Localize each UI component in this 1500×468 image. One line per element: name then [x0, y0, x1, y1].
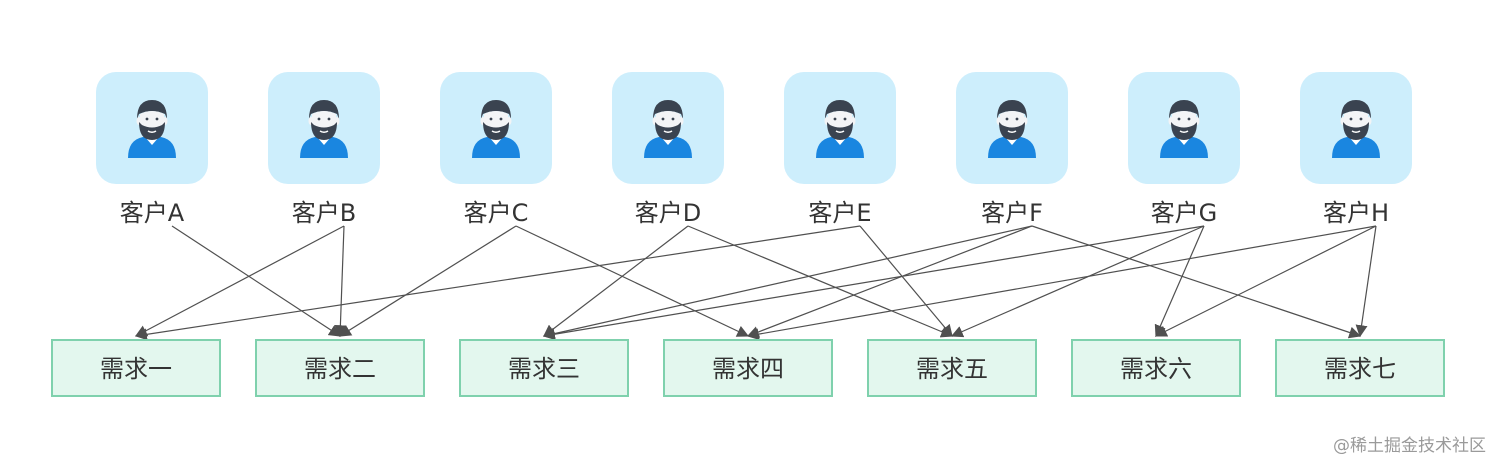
edge-h-6 [1154, 225, 1377, 337]
customer-label: 客户D [635, 199, 701, 227]
edge-a-2 [171, 225, 342, 337]
edge-g-5 [950, 225, 1205, 338]
person-avatar-icon [1160, 100, 1208, 158]
person-avatar-icon [300, 100, 348, 158]
requirement-box [255, 339, 425, 397]
requirements-layer: 需求一 需求二 需求三 需求四 需求五 需求六 需求七 [51, 339, 1445, 397]
edge-f-7 [1031, 225, 1362, 339]
person-avatar-icon [472, 100, 520, 158]
edge-b-2 [334, 225, 347, 338]
edge-c-2 [338, 225, 517, 337]
requirement-5: 需求五 [867, 339, 1037, 397]
customer-f: 客户F [956, 72, 1068, 227]
edge-d-5 [687, 225, 954, 338]
requirement-box [1071, 339, 1241, 397]
customer-d: 客户D [612, 72, 724, 227]
person-avatar-icon [988, 100, 1036, 158]
requirement-3: 需求三 [459, 339, 629, 397]
requirement-1: 需求一 [51, 339, 221, 397]
edge-f-4 [746, 225, 1033, 338]
requirement-box [51, 339, 221, 397]
requirement-4: 需求四 [663, 339, 833, 397]
customers-layer: 客户A 客户B 客户C 客户D 客户E 客户F 客户G 客户H [96, 72, 1412, 227]
customer-a: 客户A [96, 72, 208, 227]
edge-g-3 [542, 225, 1205, 341]
customer-g: 客户G [1128, 72, 1240, 227]
edge-e-5 [859, 225, 953, 337]
person-avatar-icon [1332, 100, 1380, 158]
customer-label: 客户E [808, 199, 871, 227]
customer-label: 客户C [464, 199, 529, 227]
customer-label: 客户H [1323, 199, 1389, 227]
requirement-label: 需求三 [508, 355, 580, 383]
requirement-label: 需求四 [712, 355, 784, 383]
edge-f-3 [542, 225, 1033, 340]
edge-h-4 [746, 225, 1377, 341]
requirement-7: 需求七 [1275, 339, 1445, 397]
edge-h-7 [1355, 225, 1377, 338]
customer-e: 客户E [784, 72, 896, 227]
customer-b: 客户B [268, 72, 380, 227]
requirement-label: 需求五 [916, 355, 988, 383]
requirement-box [663, 339, 833, 397]
customer-label: 客户G [1151, 199, 1218, 227]
watermark: @稀土掘金技术社区 [1333, 436, 1486, 456]
edge-g-6 [1154, 225, 1205, 338]
customer-c: 客户C [440, 72, 552, 227]
customer-label: 客户B [292, 199, 356, 227]
requirement-2: 需求二 [255, 339, 425, 397]
edge-c-4 [515, 225, 750, 337]
edge-e-1 [134, 225, 861, 341]
customer-label: 客户F [981, 199, 1043, 227]
edge-b-1 [134, 225, 345, 337]
customer-h: 客户H [1300, 72, 1412, 227]
edge-d-3 [543, 225, 689, 337]
requirement-label: 需求七 [1324, 355, 1396, 383]
requirement-box [867, 339, 1037, 397]
edges-layer [134, 225, 1377, 341]
person-avatar-icon [128, 100, 176, 158]
requirement-box [1275, 339, 1445, 397]
person-avatar-icon [816, 100, 864, 158]
requirement-label: 需求六 [1120, 355, 1192, 383]
person-avatar-icon [644, 100, 692, 158]
requirement-label: 需求一 [100, 355, 172, 383]
requirement-box [459, 339, 629, 397]
requirement-6: 需求六 [1071, 339, 1241, 397]
customer-label: 客户A [120, 199, 185, 227]
requirement-label: 需求二 [304, 355, 376, 383]
